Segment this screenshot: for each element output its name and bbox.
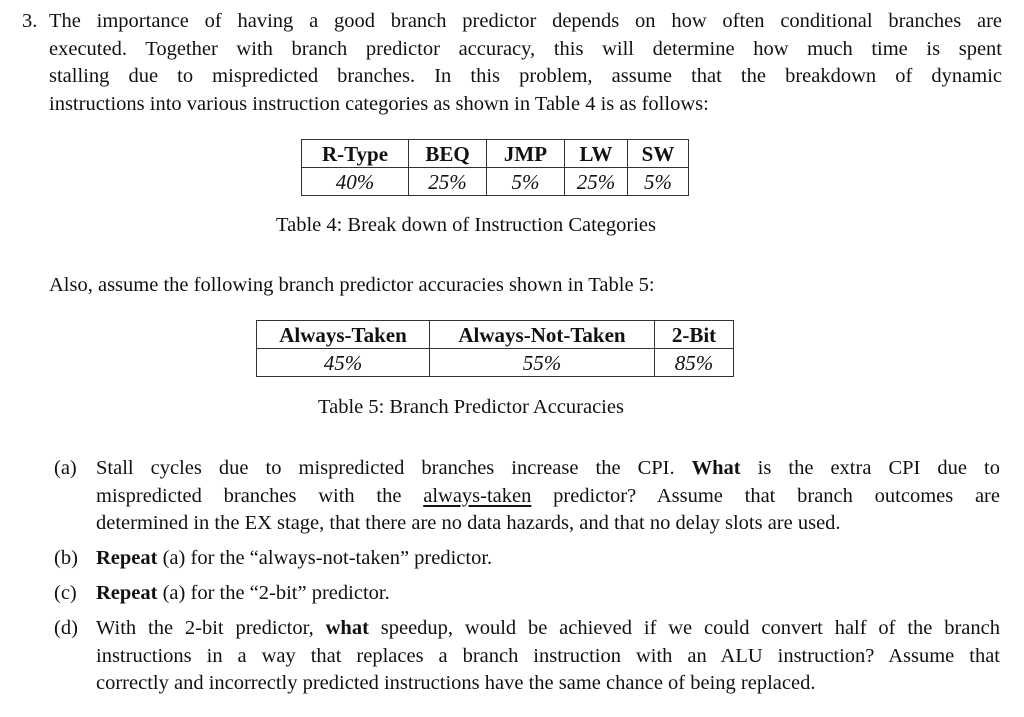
table4-header: R-Type <box>301 139 409 168</box>
table5-header-row: Always-Taken Always-Not-Taken 2-Bit <box>256 320 734 349</box>
text: (a) for the “always-not-taken” predictor… <box>157 547 493 569</box>
table4-value-row: 40% 25% 5% 25% 5% <box>301 167 689 196</box>
table4-header: SW <box>627 139 689 168</box>
problem-3: 3. The importance of having a good branc… <box>22 8 1002 118</box>
problem-number: 3. <box>22 10 38 32</box>
question-label: (c) <box>54 582 77 604</box>
text: With the 2-bit predictor, <box>96 617 326 639</box>
table5-header: 2-Bit <box>654 320 734 349</box>
table-instruction-categories: R-Type BEQ JMP LW SW 40% 25% 5% 25% 5% <box>301 139 689 196</box>
table4-value: 5% <box>486 167 565 196</box>
intro-line-1: The importance of having a good branch p… <box>49 10 1002 32</box>
table5-header: Always-Not-Taken <box>429 320 655 349</box>
question-a-line-3: determined in the EX stage, that there a… <box>96 512 841 534</box>
text: speedup, would be achieved if we could c… <box>368 617 1000 639</box>
question-d-line-3: correctly and incorrectly predicted inst… <box>96 672 816 694</box>
text: Stall cycles due to mispredicted branche… <box>96 457 692 479</box>
table4-value: 25% <box>564 167 628 196</box>
table4-header: JMP <box>486 139 565 168</box>
question-label: (d) <box>54 617 78 639</box>
question-label: (b) <box>54 547 78 569</box>
emphasis: what <box>325 617 369 639</box>
question-d-line-1: With the 2-bit predictor, what speedup, … <box>96 615 1000 643</box>
problem-intro: The importance of having a good branch p… <box>49 8 1002 118</box>
intro-line-2: executed. Together with branch predictor… <box>49 37 1002 60</box>
table5-value: 45% <box>256 348 430 377</box>
table4-header-row: R-Type BEQ JMP LW SW <box>301 139 689 168</box>
intro-line-3: stalling due to mispredicted branches. I… <box>49 65 1002 87</box>
question-b-body: Repeat (a) for the “always-not-taken” pr… <box>96 545 1000 573</box>
question-label: (a) <box>54 457 77 479</box>
table5-header: Always-Taken <box>256 320 430 349</box>
table5-value: 55% <box>429 348 655 377</box>
emphasis: Repeat <box>96 582 158 604</box>
table4-caption: Table 4: Break down of Instruction Categ… <box>276 214 656 236</box>
text: (a) for the “2-bit” predictor. <box>157 582 390 604</box>
assumption-paragraph: Also, assume the following branch predic… <box>49 274 655 296</box>
question-a-line-1: Stall cycles due to mispredicted branche… <box>96 455 1000 483</box>
question-c-body: Repeat (a) for the “2-bit” predictor. <box>96 580 1000 608</box>
table-predictor-accuracies: Always-Taken Always-Not-Taken 2-Bit 45% … <box>256 320 734 377</box>
question-a-line-2: mispredicted branches with the always-ta… <box>96 483 1000 511</box>
table5-value: 85% <box>654 348 734 377</box>
table4-value: 25% <box>408 167 487 196</box>
text: predictor? Assume that branch outcomes a… <box>531 484 1000 507</box>
table5-caption: Table 5: Branch Predictor Accuracies <box>318 396 624 418</box>
underlined-term: always-taken <box>423 484 532 507</box>
intro-line-4: instructions into various instruction ca… <box>49 92 709 115</box>
question-a-body: Stall cycles due to mispredicted branche… <box>96 455 1000 538</box>
table4-header: BEQ <box>408 139 487 168</box>
table4-header: LW <box>564 139 628 168</box>
emphasis: Repeat <box>96 547 158 569</box>
question-d-body: With the 2-bit predictor, what speedup, … <box>96 615 1000 698</box>
table4-value: 40% <box>301 167 409 196</box>
table4-value: 5% <box>627 167 689 196</box>
text: is the extra CPI due to <box>740 457 1000 479</box>
question-d-line-2: instructions in a way that replaces a br… <box>96 644 1000 667</box>
table5-value-row: 45% 55% 85% <box>256 348 734 377</box>
emphasis: What <box>691 457 741 479</box>
text: mispredicted branches with the <box>96 484 424 507</box>
